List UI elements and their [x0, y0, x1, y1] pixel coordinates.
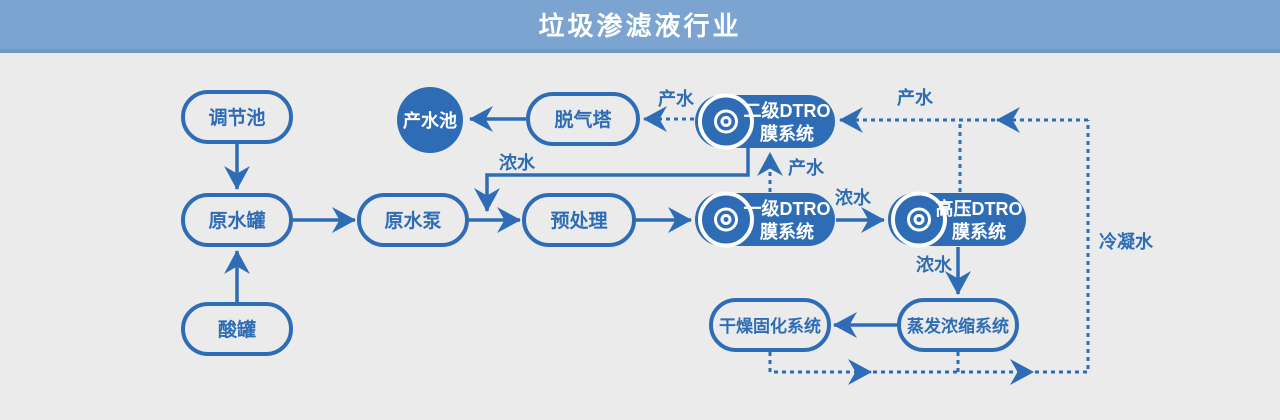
membrane-disc-icon: [891, 191, 947, 248]
title-bar: 垃圾渗滤液行业: [0, 0, 1280, 53]
node-degassing-tower: 脱气塔: [526, 92, 640, 146]
node-raw-water-tank-shape: [181, 193, 293, 247]
node-raw-water-tank-label: 原水罐: [208, 209, 265, 232]
label-product-water-degassing: 产水: [658, 88, 695, 109]
node-acid-tank: 酸罐: [181, 302, 293, 356]
label-product-water-stage1: 产水: [788, 157, 825, 178]
node-degassing-tower-shape: [526, 92, 640, 146]
arrow-stage2-concentrate-return: [474, 148, 750, 212]
node-drying-system-shape: [709, 298, 831, 352]
node-degassing-tower-label: 脱气塔: [554, 108, 612, 131]
page-title: 垃圾渗滤液行业: [538, 11, 742, 41]
node-dtro-highpressure: 高压DTRO 膜系统: [888, 191, 1026, 248]
label-concentrate-highpressure: 浓水: [916, 254, 953, 275]
node-raw-water-tank: 原水罐: [181, 193, 293, 247]
dashed-line-condensate-riser: [1035, 120, 1090, 374]
node-raw-water-pump-label: 原水泵: [384, 210, 441, 232]
node-drying-system-label: 干燥固化系统: [719, 316, 821, 336]
node-dtro-highpressure-line2: 膜系统: [951, 221, 1006, 242]
label-condensate: 冷凝水: [1099, 231, 1154, 252]
node-dtro-stage1: 一级DTRO 膜系统: [695, 191, 835, 248]
flow-diagram: 产水 产水 产水 浓水 浓水 浓水 冷凝水 调节池 原水罐 酸罐 原水泵 预处理…: [181, 87, 1154, 385]
label-product-water-highpressure: 产水: [897, 87, 934, 108]
node-pretreatment: 预处理: [522, 193, 636, 247]
node-evaporation-system-shape: [897, 298, 1019, 352]
node-pretreatment-shape: [522, 193, 636, 247]
node-regulation-pool-label: 调节池: [208, 106, 265, 129]
solid-arrows: [224, 106, 971, 338]
node-raw-water-pump-shape: [357, 193, 469, 247]
node-dtro-stage1-line2: 膜系统: [759, 221, 814, 242]
membrane-disc-icon: [698, 93, 754, 150]
node-dtro-stage1-line1: 一级DTRO: [744, 198, 831, 219]
node-dtro-highpressure-line1: 高压DTRO: [936, 198, 1023, 219]
node-dtro-stage2-line1: 二级DTRO: [744, 100, 831, 121]
node-dtro-stage2-line2: 膜系统: [759, 123, 814, 144]
node-evaporation-system: 蒸发浓缩系统: [897, 298, 1019, 352]
node-product-water-pool-shape: [397, 87, 463, 153]
label-concentrate-return: 浓水: [499, 152, 536, 173]
node-regulation-pool-shape: [181, 90, 293, 144]
dashed-arrow-drying-out: [768, 352, 872, 385]
node-product-water-pool-label: 产水池: [403, 110, 457, 131]
label-concentrate-stage1: 浓水: [835, 187, 872, 208]
dashed-arrows: [643, 106, 1090, 385]
node-acid-tank-label: 酸罐: [218, 318, 256, 341]
node-raw-water-pump: 原水泵: [357, 193, 469, 247]
node-drying-system: 干燥固化系统: [709, 298, 831, 352]
node-evaporation-system-label: 蒸发浓缩系统: [907, 316, 1009, 336]
membrane-disc-icon: [698, 191, 754, 248]
node-pretreatment-label: 预处理: [550, 209, 607, 232]
flow-labels: 产水 产水 产水 浓水 浓水 浓水 冷凝水: [499, 87, 1154, 275]
node-acid-tank-shape: [181, 302, 293, 356]
node-dtro-stage2: 二级DTRO 膜系统: [695, 93, 835, 150]
node-regulation-pool: 调节池: [181, 90, 293, 144]
node-product-water-pool: 产水池: [397, 87, 463, 153]
